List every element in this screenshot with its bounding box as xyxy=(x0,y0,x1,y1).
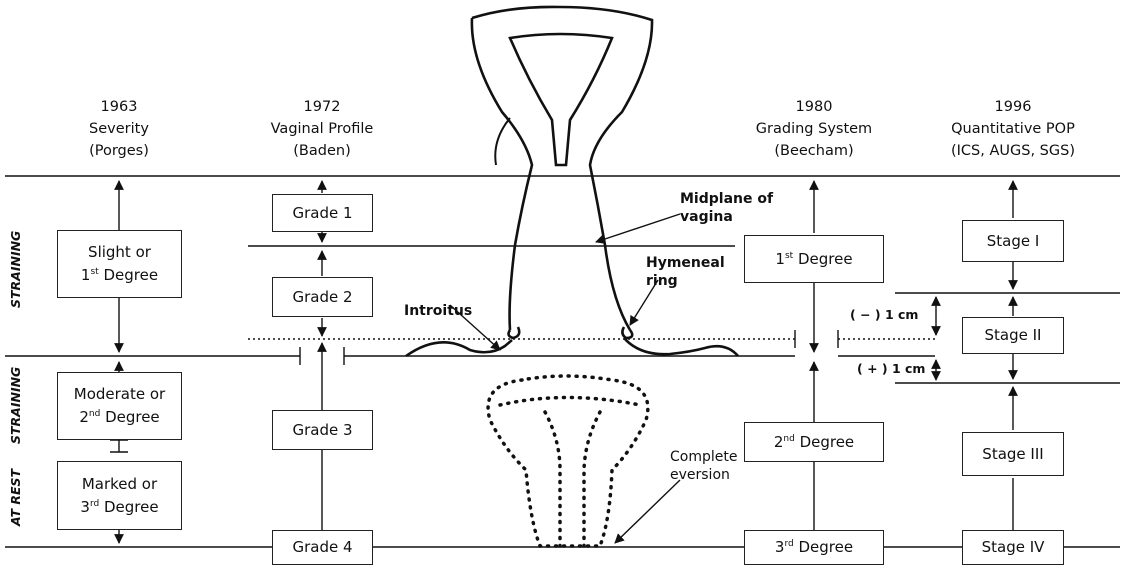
header-subtitle: (Baden) xyxy=(237,140,407,162)
introitus-label: Introitus xyxy=(404,302,472,320)
beecham-3rd-degree-box: 3rd Degree xyxy=(744,530,884,565)
hymeneal-ring-label: Hymeneal ring xyxy=(646,254,725,290)
box-line: Slight or xyxy=(88,241,151,264)
box-line: 2nd Degree xyxy=(774,431,854,454)
header-beecham: 1980 Grading System (Beecham) xyxy=(729,96,899,162)
baden-grade-1-box: Grade 1 xyxy=(272,194,373,232)
label-line: Hymeneal xyxy=(646,254,725,272)
header-subtitle: (Porges) xyxy=(34,140,204,162)
side-label-straining-lower: STRAINING xyxy=(8,367,23,444)
header-subtitle: (ICS, AUGS, SGS) xyxy=(928,140,1098,162)
box-line: 1st Degree xyxy=(775,248,852,271)
porges-moderate-box: Moderate or 2nd Degree xyxy=(57,372,182,440)
everted-vagina-outline xyxy=(488,376,648,546)
porges-slight-box: Slight or 1st Degree xyxy=(57,230,182,298)
header-title: Quantitative POP xyxy=(928,118,1098,140)
minus-1cm-label: ( − ) 1 cm xyxy=(850,306,918,324)
side-label-straining-upper: STRAINING xyxy=(8,231,23,308)
header-baden: 1972 Vaginal Profile (Baden) xyxy=(237,96,407,162)
label-line: Complete xyxy=(670,448,737,466)
box-line: 3rd Degree xyxy=(80,496,158,519)
header-title: Severity xyxy=(34,118,204,140)
pop-stage-iii-box: Stage III xyxy=(962,432,1064,476)
pop-stage-i-box: Stage I xyxy=(962,220,1064,262)
header-year: 1972 xyxy=(237,96,407,118)
box-line: Moderate or xyxy=(74,383,165,406)
box-line: 3rd Degree xyxy=(775,536,853,559)
complete-eversion-label: Complete eversion xyxy=(670,448,737,484)
header-year: 1980 xyxy=(729,96,899,118)
baden-grade-4-box: Grade 4 xyxy=(272,530,373,565)
midplane-label: Midplane of vagina xyxy=(680,190,773,226)
label-line: eversion xyxy=(670,466,737,484)
box-line: 2nd Degree xyxy=(79,406,159,429)
box-line: Marked or xyxy=(82,473,157,496)
beecham-2nd-degree-box: 2nd Degree xyxy=(744,422,884,462)
baden-grade-2-box: Grade 2 xyxy=(272,277,373,317)
pop-stage-iv-box: Stage IV xyxy=(962,530,1064,565)
header-year: 1996 xyxy=(928,96,1098,118)
pop-stage-ii-box: Stage II xyxy=(962,317,1064,354)
beecham-1st-degree-box: 1st Degree xyxy=(744,235,884,283)
label-line: ring xyxy=(646,272,725,290)
label-line: Midplane of xyxy=(680,190,773,208)
plus-1cm-label: ( + ) 1 cm xyxy=(857,360,925,378)
label-line: vagina xyxy=(680,208,773,226)
header-pop: 1996 Quantitative POP (ICS, AUGS, SGS) xyxy=(928,96,1098,162)
header-title: Grading System xyxy=(729,118,899,140)
header-year: 1963 xyxy=(34,96,204,118)
porges-marked-box: Marked or 3rd Degree xyxy=(57,461,182,530)
header-subtitle: (Beecham) xyxy=(729,140,899,162)
baden-grade-3-box: Grade 3 xyxy=(272,410,373,450)
header-porges: 1963 Severity (Porges) xyxy=(34,96,204,162)
side-label-at-rest: AT REST xyxy=(8,469,23,526)
header-title: Vaginal Profile xyxy=(237,118,407,140)
box-line: 1st Degree xyxy=(81,264,158,287)
